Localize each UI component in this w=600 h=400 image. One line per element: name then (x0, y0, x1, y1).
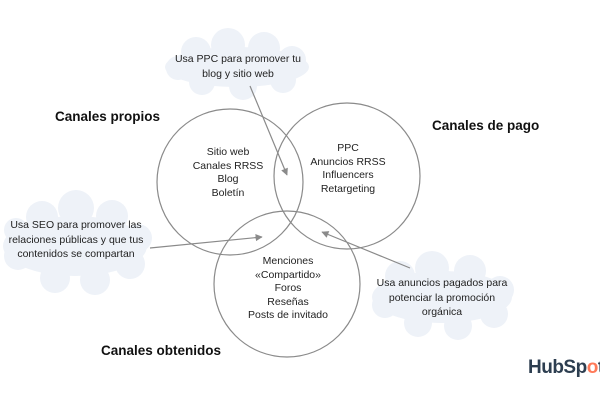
arrow-ads (321, 231, 411, 269)
earned-item: «Compartido» (255, 268, 321, 281)
label-earned-channels: Canales obtenidos (101, 343, 222, 358)
earned-item: Menciones (262, 255, 314, 267)
cloud-ads (372, 251, 514, 340)
label-paid-channels: Canales de pago (432, 118, 540, 133)
logo-text-suffix: t (598, 357, 600, 378)
earned-item: Posts de invitado (248, 309, 328, 321)
paid-item: Anuncios RRSS (310, 155, 386, 168)
callout-ads: Usa anuncios pagados para potenciar la p… (376, 277, 508, 318)
callout-ppc: Usa PPC para promover tu blog y sitio we… (174, 53, 302, 80)
paid-item: PPC (337, 142, 359, 154)
arrow-seo (149, 234, 263, 249)
callout-seo: Usa SEO para promover las relaciones púb… (8, 219, 144, 260)
circle-owned (156, 108, 304, 256)
sprocket-icon: o (586, 357, 599, 378)
logo-text-prefix: HubSp (528, 357, 587, 378)
circle-earned (213, 210, 361, 358)
earned-items: Menciones «Compartido» Foros Reseñas Pos… (230, 255, 346, 323)
paid-item: Retargeting (320, 182, 376, 195)
owned-item: Canales RRSS (192, 159, 264, 172)
owned-items: Sitio web Canales RRSS Blog Boletín (180, 146, 276, 200)
label-owned-channels: Canales propios (55, 109, 161, 124)
earned-item: Foros (274, 282, 302, 294)
earned-item: Reseñas (267, 295, 309, 308)
circle-paid (273, 102, 421, 250)
cloud-seo (3, 190, 152, 295)
paid-item: Influencers (322, 169, 374, 181)
owned-item: Blog (217, 173, 239, 185)
paid-items: PPC Anuncios RRSS Influencers Retargetin… (298, 142, 398, 196)
hubspot-logo: HubSpot (528, 357, 600, 379)
owned-item: Boletín (211, 186, 245, 199)
arrow-ppc (249, 85, 288, 176)
owned-item: Sitio web (206, 146, 250, 158)
cloud-ppc (165, 28, 309, 100)
